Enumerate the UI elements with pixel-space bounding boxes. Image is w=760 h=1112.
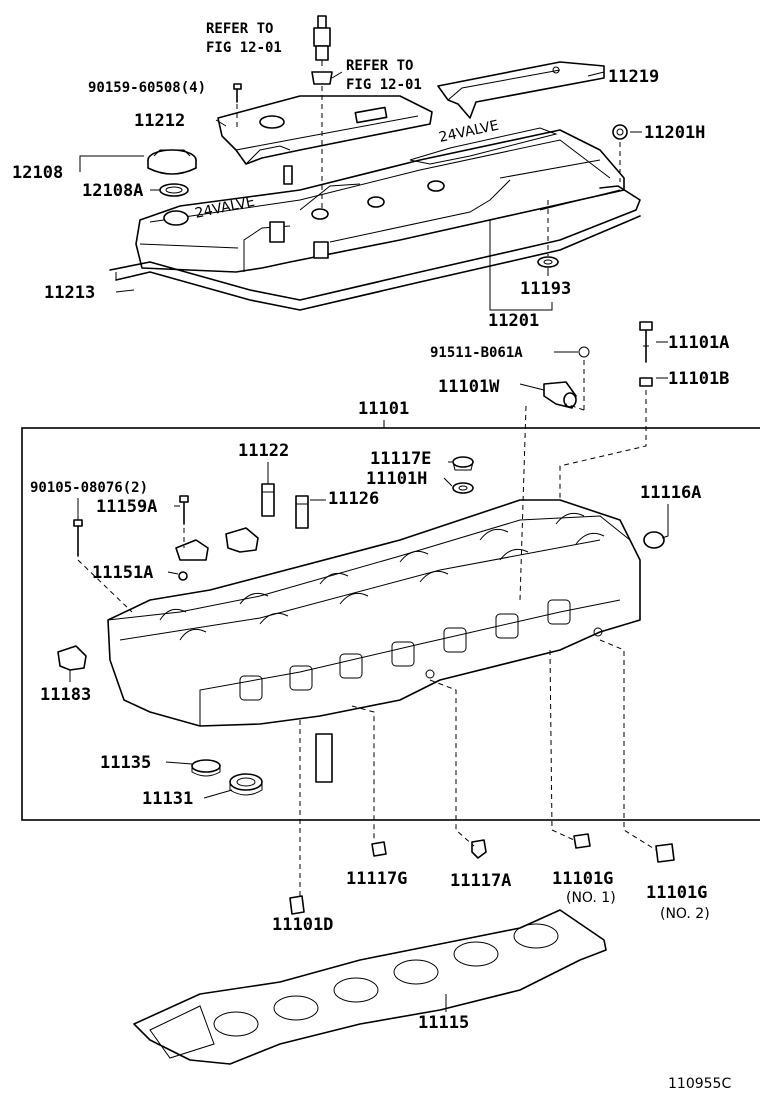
label-11101g-no1: 11101G [552, 869, 613, 889]
label-11101d: 11101D [272, 915, 333, 935]
label-11122: 11122 [238, 441, 289, 461]
plug-11117a-icon [471, 839, 487, 859]
label-11115: 11115 [418, 1013, 469, 1033]
label-11201: 11201 [488, 311, 539, 331]
label-11183: 11183 [40, 685, 91, 705]
filler-cap-gasket-icon [159, 183, 189, 197]
guide-11126-icon [295, 495, 309, 529]
label-11116a: 11116A [640, 483, 701, 503]
label-91511-b061a: 91511-B061A [430, 345, 523, 361]
cover-bracket-icon [437, 61, 605, 119]
cover-bolt-icon [233, 83, 242, 103]
cover-text-back: 24VALVE [438, 118, 501, 146]
label-11101b: 11101B [668, 369, 729, 389]
bolt-11159a-icon [179, 495, 189, 525]
label-11212: 11212 [134, 111, 185, 131]
label-90105-08076: 90105-08076(2) [30, 480, 148, 496]
ignition-coil-cover-icon [217, 95, 433, 165]
washer-11101h-icon [452, 482, 474, 494]
refer-note-side-line2: FIG 12-01 [346, 77, 422, 93]
plug-11151a-icon [178, 571, 188, 581]
cylinder-head-assembly-box [21, 427, 760, 821]
label-90159-60508: 90159-60508(4) [88, 80, 206, 96]
leader-lines [69, 71, 669, 1012]
cam-position-sensor-icon [543, 381, 577, 409]
cover-grommet-icon [537, 256, 559, 268]
label-11151a: 11151A [92, 563, 153, 583]
refer-note-side: REFER TO FIG 12-01 [346, 58, 422, 93]
refer-note-top-line2: FIG 12-01 [206, 40, 282, 56]
sleeve-icon [315, 733, 333, 783]
plug-tube-seal-icon [311, 71, 333, 85]
refer-note-top-line1: REFER TO [206, 21, 273, 37]
seal-11117e-icon [452, 456, 474, 471]
center-lines [77, 86, 657, 896]
label-11135: 11135 [100, 753, 151, 773]
guide-11122-icon [261, 483, 275, 517]
seal-11135-icon [191, 759, 221, 777]
sensor-bolt-icon [578, 346, 590, 358]
label-no2: (NO. 2) [660, 906, 710, 922]
pin-11101g-no1-icon [573, 833, 591, 849]
refer-note-side-line1: REFER TO [346, 58, 413, 74]
cover-seal-washer-icon [612, 124, 628, 140]
bolt-90105-icon [73, 519, 83, 557]
stud-11101d-icon [289, 895, 305, 915]
spark-plug-icon [313, 15, 331, 66]
label-12108a: 12108A [82, 181, 143, 201]
seal-11131-icon [229, 773, 263, 796]
label-12108: 12108 [12, 163, 63, 183]
cover-11183-icon [57, 645, 87, 671]
head-gasket-icon [133, 909, 607, 1065]
cover-stud-icon [283, 165, 293, 185]
pin-11101g-no2-icon [655, 843, 675, 863]
label-11117g: 11117G [346, 869, 407, 889]
cylinder-head-icon [107, 499, 641, 727]
plug-11117g-icon [371, 841, 387, 857]
figure-id: 110955C [668, 1076, 731, 1092]
valve-cover-icon [135, 127, 625, 273]
label-11219: 11219 [608, 67, 659, 87]
cam-bearing-cap-icon [175, 527, 259, 561]
label-no1: (NO. 1) [566, 890, 616, 906]
label-11117e: 11117E [370, 449, 431, 469]
label-11117a: 11117A [450, 871, 511, 891]
head-plug-icon [639, 377, 653, 387]
label-11159a: 11159A [96, 497, 157, 517]
label-11101: 11101 [358, 399, 409, 419]
label-11101a: 11101A [668, 333, 729, 353]
label-11213: 11213 [44, 283, 95, 303]
label-11201h: 11201H [644, 123, 705, 143]
label-11193: 11193 [520, 279, 571, 299]
label-11101w: 11101W [438, 377, 500, 397]
label-11131: 11131 [142, 789, 193, 809]
label-11101g-no2: 11101G [646, 883, 707, 903]
plug-11116a-icon [643, 531, 665, 549]
label-11126: 11126 [328, 489, 379, 509]
refer-note-top: REFER TO FIG 12-01 [206, 21, 282, 56]
label-11101h: 11101H [366, 469, 427, 489]
oil-filler-cap-icon [147, 149, 197, 175]
head-bolt-icon [639, 321, 653, 363]
